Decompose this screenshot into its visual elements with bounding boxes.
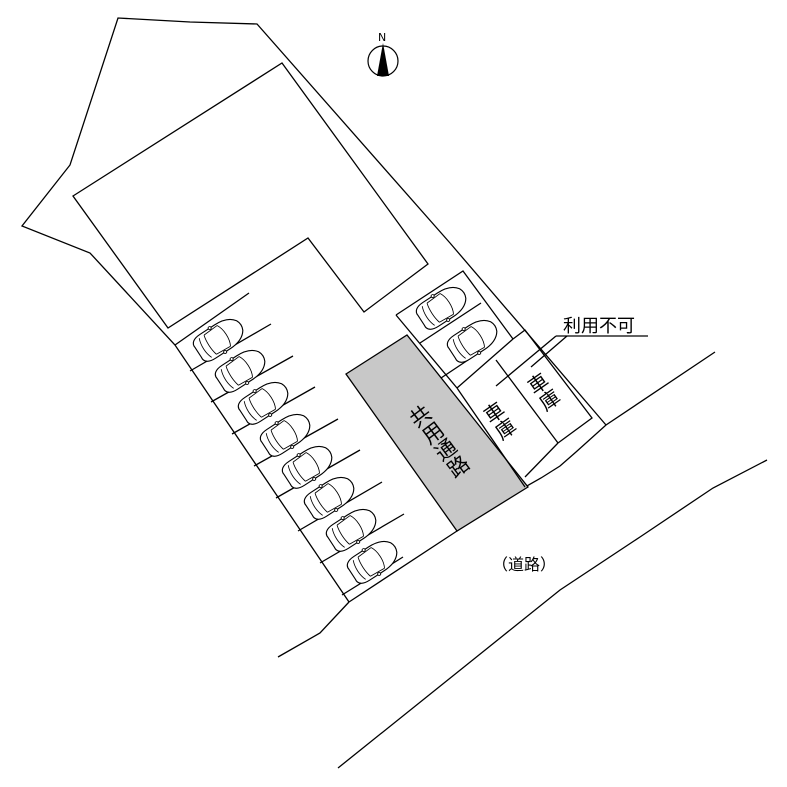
building-footprint bbox=[72, 62, 429, 329]
car-icon bbox=[443, 311, 505, 368]
garage-area bbox=[456, 329, 648, 488]
right-parking-block bbox=[395, 270, 514, 389]
car-icon bbox=[412, 278, 474, 335]
road-far-edge bbox=[337, 459, 768, 769]
road-label: （道路） bbox=[492, 555, 556, 574]
compass-label: N bbox=[378, 31, 386, 44]
lot-boundary bbox=[20, 17, 607, 603]
shared-path-area bbox=[345, 334, 529, 532]
unavailable-label: 利用不可 bbox=[563, 316, 635, 337]
left-parking-cars bbox=[189, 310, 405, 589]
road-left-edge bbox=[277, 601, 350, 658]
garage-label-2: 車庫 bbox=[521, 369, 564, 416]
north-arrow-icon: N bbox=[367, 31, 399, 77]
